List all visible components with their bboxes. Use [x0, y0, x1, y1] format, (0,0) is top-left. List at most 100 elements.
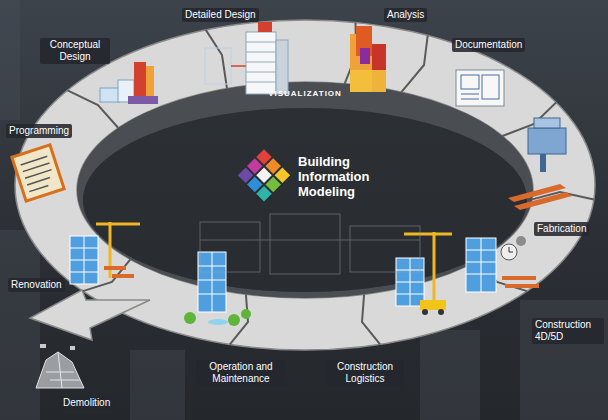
fabrication-icon [514, 192, 572, 210]
stage-label: Construction 4D/5D [532, 318, 604, 344]
detailed-design-icon [246, 42, 276, 82]
documentation-icon [456, 70, 504, 106]
operation-maintenance-icon [198, 252, 226, 312]
demolition-icon [40, 344, 75, 350]
operation-maintenance-icon [241, 309, 251, 319]
renovation-icon [70, 236, 98, 284]
lifecycle-ring [77, 82, 533, 298]
detailed-design-icon [205, 48, 231, 84]
documentation-icon [461, 99, 479, 100]
stage-label: Fabrication [534, 222, 589, 236]
demolition-icon [46, 352, 80, 388]
construction-4d5d-icon [501, 244, 517, 260]
fabrication-icon [540, 154, 546, 172]
lifecycle-ring [15, 20, 595, 350]
analysis-icon [350, 70, 386, 92]
detailed-design-icon [246, 32, 276, 94]
detailed-design-icon [258, 22, 272, 32]
detailed-design-icon [246, 52, 276, 53]
operation-maintenance-icon [208, 319, 228, 325]
center-city-outline [200, 214, 420, 274]
construction-logistics-icon [433, 232, 436, 300]
stage-name: Construction 4D/5D [535, 319, 601, 343]
construction-4d5d-icon [509, 247, 510, 252]
stage-name: Demolition [63, 397, 110, 409]
documentation-icon [461, 75, 499, 99]
construction-4d5d-icon [481, 238, 482, 292]
documentation-icon [482, 75, 499, 99]
title-text: Building Information Modeling [298, 154, 392, 199]
renovation-icon [112, 274, 134, 278]
lifecycle-ring [83, 108, 527, 292]
construction-4d5d-icon [502, 276, 539, 288]
renovation-icon [104, 266, 126, 270]
operation-maintenance-icon [212, 252, 213, 312]
programming-icon [12, 145, 64, 201]
stage-name: Conceptual Design [43, 39, 107, 63]
detailed-design-icon [205, 22, 288, 94]
city-background [520, 300, 608, 420]
stage-label: Detailed Design [182, 8, 259, 22]
segment-divider [362, 294, 380, 344]
programming-icon [29, 185, 48, 191]
operation-maintenance-icon [184, 309, 251, 326]
operation-maintenance-icon [184, 312, 196, 324]
construction-logistics-icon [422, 309, 428, 315]
construction-4d5d-icon [466, 236, 539, 292]
renovation-icon [104, 266, 134, 278]
segment-divider [206, 30, 227, 89]
stage-name: Programming [9, 125, 69, 137]
ring-label: VISUALIZATION [268, 89, 342, 98]
stage-label: Renovation [8, 278, 65, 292]
stage-label: Construction Logistics [326, 360, 404, 386]
demolition-icon [36, 344, 84, 388]
center-city-outline [200, 222, 260, 272]
operation-maintenance-icon [228, 314, 240, 326]
fabrication-icon [508, 118, 572, 210]
stage-label: Documentation [452, 38, 525, 52]
detailed-design-icon [246, 82, 276, 83]
center-city-outline [270, 214, 340, 274]
stage-name: Construction Logistics [329, 361, 401, 385]
programming-icon [27, 178, 50, 185]
city-background [0, 230, 40, 420]
analysis-icon [350, 26, 386, 92]
renovation-icon [84, 236, 85, 284]
stage-label: Demolition [60, 396, 113, 410]
stage-label: Operation and Maintenance [196, 360, 286, 386]
city-background [420, 330, 480, 420]
demolition-icon [58, 352, 62, 388]
programming-icon [25, 170, 52, 179]
stage-label: Programming [6, 124, 72, 138]
construction-4d5d-icon [516, 236, 526, 246]
demolition-icon [40, 344, 46, 348]
construction-logistics-icon [420, 300, 446, 310]
construction-4d5d-icon [502, 276, 536, 280]
stage-name: Documentation [455, 39, 522, 51]
programming-icon [21, 156, 56, 191]
conceptual-design-icon [100, 62, 158, 104]
stage-label: Analysis [384, 8, 427, 22]
analysis-icon [360, 48, 370, 64]
programming-icon [12, 145, 64, 201]
fabrication-icon [508, 184, 572, 210]
stage-name: Fabrication [537, 223, 586, 235]
detailed-design-icon [246, 72, 276, 73]
conceptual-design-icon [100, 88, 120, 102]
segment-divider [68, 23, 594, 345]
construction-4d5d-icon [505, 284, 539, 288]
detailed-design-icon [246, 42, 276, 43]
fabrication-icon [534, 118, 560, 128]
segment-divider [401, 36, 427, 93]
operation-maintenance-icon [184, 252, 251, 326]
operation-maintenance-icon [198, 252, 226, 312]
conceptual-design-icon [128, 96, 158, 104]
detailed-design-icon [246, 62, 276, 63]
programming-icon [23, 163, 50, 172]
construction-logistics-icon [396, 232, 452, 315]
stage-name: Renovation [11, 279, 62, 291]
bim-logo [238, 149, 290, 201]
detailed-design-icon [231, 65, 246, 67]
